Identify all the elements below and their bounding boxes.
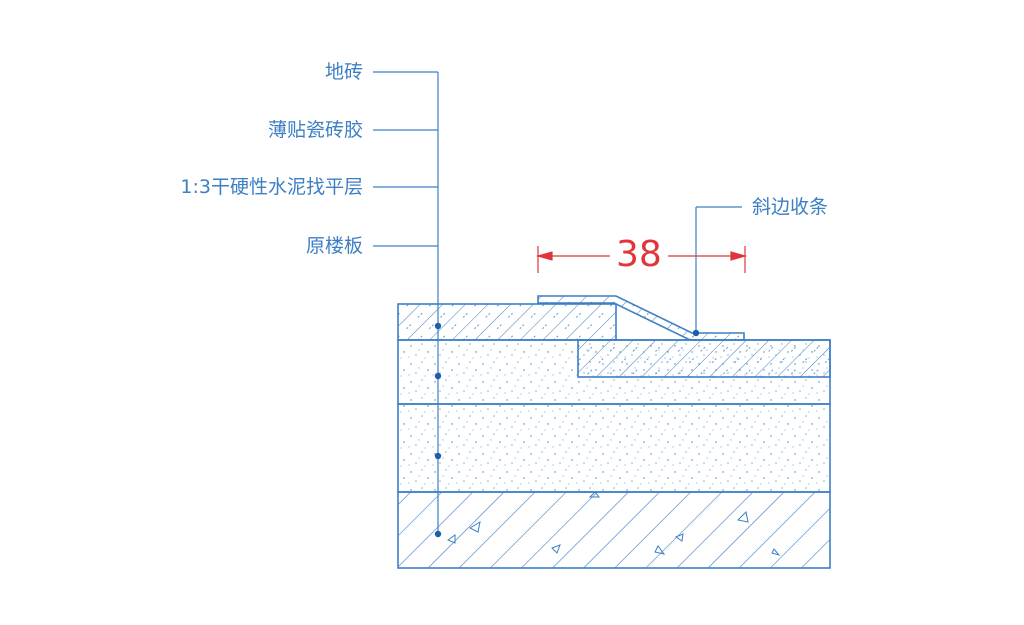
leveling-layer-lower	[397, 403, 831, 493]
label-thin-tile-adhesive: 薄贴瓷砖胶	[267, 119, 363, 141]
leader-dots	[434, 322, 700, 538]
floor-tile-left	[397, 303, 617, 341]
label-bevel-edge-strip: 斜边收条	[752, 196, 829, 218]
dimension-line	[535, 246, 748, 273]
label-original-floor-slab: 原楼板	[305, 235, 363, 257]
floor-tile-right	[577, 339, 831, 378]
label-cement-leveling-layer: 1:3干硬性水泥找平层	[180, 176, 363, 198]
dimension-value: 38	[616, 234, 662, 275]
label-floor-tile: 地砖	[324, 61, 363, 83]
bevel-edge-strip	[537, 295, 745, 341]
aggregate-marks	[446, 491, 781, 556]
floor-slab-layer	[397, 491, 831, 569]
